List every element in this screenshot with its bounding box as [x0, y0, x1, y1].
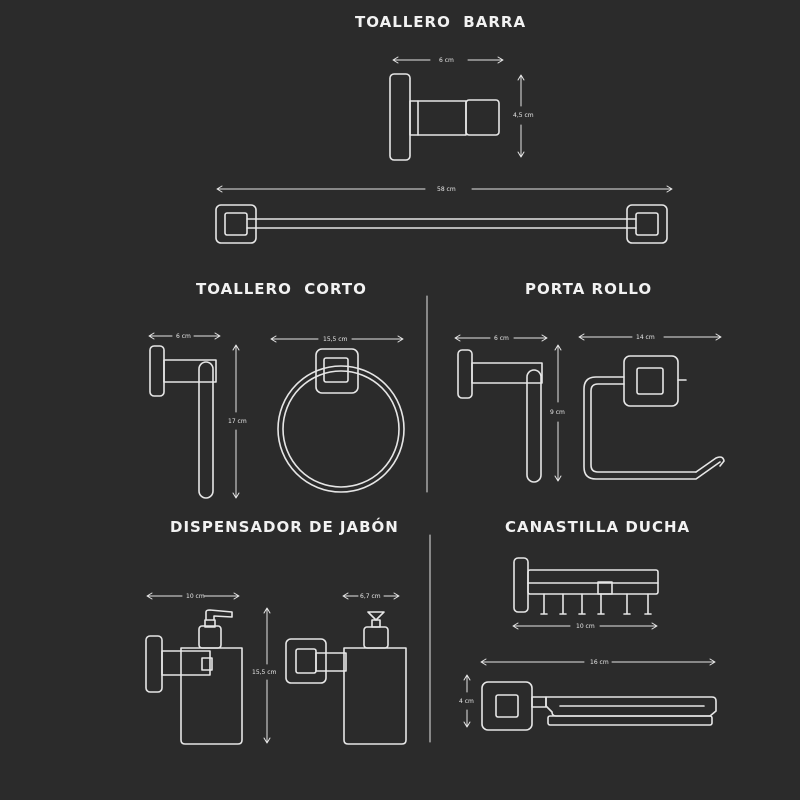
dim-label-ring-width: 15,5 cm	[323, 336, 348, 343]
dim-arrow-rail-width	[148, 332, 221, 340]
dim-arrow-dispenser-width	[146, 592, 240, 600]
dim-arrow-rail-height	[232, 344, 240, 499]
dim-arrow-holder-length	[578, 333, 722, 341]
dim-arrow-holder-height	[554, 344, 562, 482]
dim-label-dispenser-width: 10 cm	[186, 593, 205, 600]
soap-dispenser-side-view	[145, 609, 243, 745]
dim-arrow-ring-width	[270, 335, 404, 343]
dim-label-holder-width: 6 cm	[494, 335, 509, 342]
title-toallero-barra: TOALLERO BARRA	[355, 13, 527, 31]
dim-arrow-hook-height	[517, 74, 525, 158]
section-dividers	[426, 295, 431, 743]
towel-bar-front-view	[215, 204, 668, 244]
title-canastilla: CANASTILLA DUCHA	[505, 518, 691, 536]
dim-label-rail-height: 17 cm	[228, 418, 247, 425]
title-porta-rollo: PORTA ROLLO	[525, 280, 653, 298]
dim-label-dispenser-height: 15,5 cm	[252, 669, 277, 676]
dim-arrow-dispenser-height	[263, 607, 271, 744]
dim-label-holder-length: 14 cm	[636, 334, 655, 341]
shower-shelf-view	[481, 681, 717, 731]
dim-arrow-shelf-height	[463, 674, 471, 728]
shower-caddy-hook-view	[513, 557, 659, 615]
paper-holder-side-view	[457, 349, 543, 483]
dim-arrow-holder-width	[454, 334, 548, 342]
dim-arrow-hook-width	[392, 56, 504, 64]
dim-label-holder-height: 9 cm	[550, 409, 565, 416]
dim-label-bar-length: 58 cm	[437, 186, 456, 193]
dim-arrow-dispenser-depth	[342, 592, 400, 600]
dim-label-dispenser-depth: 6,7 cm	[360, 593, 381, 600]
dim-label-hook-width: 6 cm	[439, 57, 454, 64]
towel-hook-side-view	[389, 73, 500, 161]
dim-arrow-bar-length	[216, 185, 673, 193]
title-dispensador: DISPENSADOR DE JABÓN	[170, 518, 399, 536]
dim-label-hook-height: 4,5 cm	[513, 112, 534, 119]
dim-label-caddy-hooks: 10 cm	[576, 623, 595, 630]
towel-ring-front-view	[277, 348, 405, 493]
title-toallero-corto: TOALLERO CORTO	[196, 280, 367, 298]
soap-dispenser-front-view	[285, 611, 407, 745]
dim-label-rail-width: 6 cm	[176, 333, 191, 340]
short-towel-rail-side-view	[149, 345, 217, 499]
paper-holder-front-view	[583, 355, 725, 480]
dim-arrow-caddy-hooks	[512, 622, 658, 630]
dim-label-shelf-height: 4 cm	[459, 698, 474, 705]
dim-label-shelf-length: 16 cm	[590, 659, 609, 666]
dim-arrow-shelf-length	[480, 658, 716, 666]
